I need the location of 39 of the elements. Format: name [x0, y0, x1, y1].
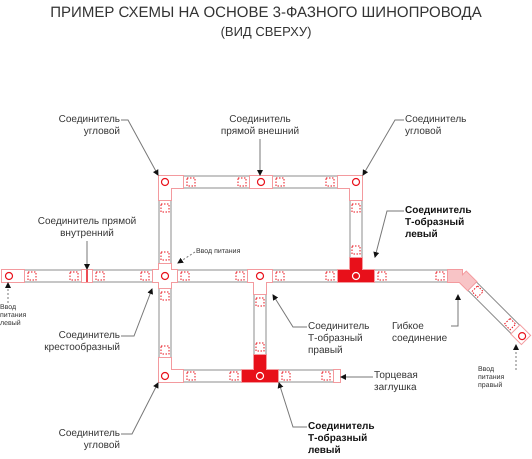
leader-line — [362, 120, 404, 176]
diagram-title: ПРИМЕР СХЕМЫ НА ОСНОВЕ 3-ФАЗНОГО ШИНОПРОВОДА — [49, 4, 483, 22]
callout-label: Соединитель прямой внутренний — [37, 216, 137, 240]
leader-line — [340, 374, 374, 380]
corner-connector — [337, 175, 363, 201]
leader-line — [513, 344, 519, 370]
end-cap — [333, 369, 341, 383]
corner-connector — [158, 175, 184, 201]
leader-line — [257, 138, 263, 176]
callout-label: Соединитель прямой внешний — [215, 114, 305, 138]
straight-connector — [81, 269, 93, 283]
callout-label: Соединитель угловой — [20, 428, 120, 452]
callout-label: Соединитель Т-образный левый — [405, 205, 471, 241]
leader-line — [272, 294, 308, 328]
end-feed-connector — [1, 269, 25, 283]
callout-label: Соединитель угловой — [30, 114, 120, 138]
leader-line — [120, 120, 158, 176]
cross-connector — [152, 263, 178, 289]
leader-line — [120, 288, 154, 336]
leader-line — [177, 252, 196, 264]
t-connector — [247, 269, 273, 295]
leader-line — [373, 210, 404, 258]
callout-label: Соединитель крестообразный — [20, 330, 120, 354]
callout-label: Соединитель Т-образный правый — [308, 321, 374, 357]
callout-label: Торцевая заглушка — [374, 370, 444, 394]
subtitle: (ВИД СВЕРХУ) — [220, 24, 312, 40]
corner-connector — [158, 357, 184, 383]
end-feed-connector — [511, 325, 531, 345]
t-connector — [337, 257, 375, 283]
straight-connector — [249, 175, 273, 189]
callout-label: Соединитель Т-образный левый — [308, 421, 374, 457]
leader-line — [5, 282, 11, 304]
leader-line — [278, 382, 308, 428]
leader-line — [84, 240, 90, 270]
callout-label: Гибкое соединение — [392, 321, 450, 345]
callout-label: Соединитель угловой — [405, 114, 495, 138]
leader-line — [450, 294, 461, 326]
leader-line — [120, 382, 158, 434]
t-connector — [241, 354, 279, 383]
